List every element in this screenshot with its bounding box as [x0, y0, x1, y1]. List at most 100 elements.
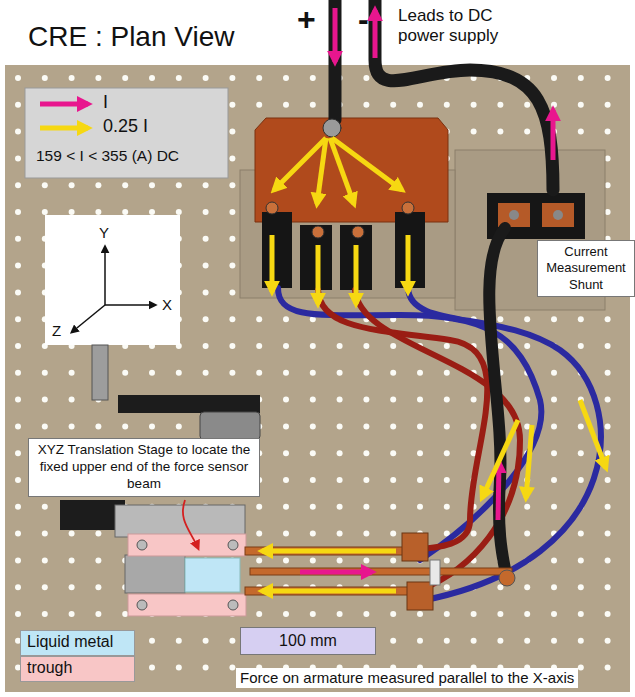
- board-hole: [551, 557, 557, 563]
- legend-panel: [25, 88, 228, 178]
- board-hole: [95, 209, 101, 215]
- polarity-sign: +: [297, 0, 316, 38]
- liquid-metal-trough: [137, 600, 147, 610]
- breadboard: [5, 65, 630, 692]
- board-hole: [283, 450, 289, 456]
- board-hole: [42, 584, 48, 590]
- board-hole: [15, 611, 21, 617]
- armature: [430, 560, 440, 585]
- board-hole: [578, 316, 584, 322]
- board-hole: [471, 638, 477, 644]
- board-hole: [551, 102, 557, 108]
- board-hole: [605, 316, 611, 322]
- legend-panel: [25, 88, 228, 178]
- axes: [104, 247, 106, 305]
- board-hole: [444, 102, 450, 108]
- board-hole: [203, 209, 209, 215]
- board-hole: [390, 102, 396, 108]
- board-hole: [256, 75, 262, 81]
- board-hole: [15, 75, 21, 81]
- board-hole: [497, 316, 503, 322]
- board-hole: [524, 397, 530, 403]
- legend-swatch: trough: [20, 656, 135, 682]
- callout-box: XYZ Translation Stage to locate the fixe…: [28, 438, 260, 497]
- board-hole: [390, 531, 396, 537]
- board-hole: [95, 75, 101, 81]
- axes: [45, 215, 180, 345]
- scale-bar: 100 mm: [240, 627, 376, 655]
- current-arrow: [354, 245, 359, 304]
- node-text: XYZ Translation Stage to locate the fixe…: [34, 442, 254, 493]
- board-hole: [310, 397, 316, 403]
- board-hole: [390, 638, 396, 644]
- board-hole: [578, 531, 584, 537]
- board-hole: [69, 584, 75, 590]
- board-hole: [605, 557, 611, 563]
- board-hole: [229, 102, 235, 108]
- board-hole: [122, 423, 128, 429]
- axes: [45, 215, 180, 345]
- board-hole: [203, 182, 209, 188]
- board-hole: [69, 531, 75, 537]
- board-hole: [605, 102, 611, 108]
- current-arrow: [482, 420, 518, 498]
- board-hole: [122, 370, 128, 376]
- board-hole: [256, 316, 262, 322]
- legend-panel: [40, 102, 88, 107]
- board-hole: [363, 102, 369, 108]
- board-hole: [363, 423, 369, 429]
- board-hole: [363, 531, 369, 537]
- copper-busbar: [255, 118, 448, 222]
- board-hole: [363, 370, 369, 376]
- current-arrow: [498, 462, 499, 520]
- translation-stage: [92, 345, 108, 400]
- board-hole: [42, 504, 48, 510]
- board-hole: [578, 557, 584, 563]
- board-hole: [551, 504, 557, 510]
- armature: [250, 568, 512, 575]
- board-hole: [444, 611, 450, 617]
- board-hole: [605, 665, 611, 671]
- current-arrow: [332, 138, 402, 190]
- board-hole: [363, 557, 369, 563]
- board-hole: [337, 423, 343, 429]
- board-hole: [337, 531, 343, 537]
- copper-busbar: [352, 226, 364, 238]
- board-hole: [203, 370, 209, 376]
- board-hole: [578, 75, 584, 81]
- board-hole: [229, 129, 235, 135]
- board-hole: [551, 370, 557, 376]
- board-hole: [229, 343, 235, 349]
- axis-label: Y: [99, 224, 109, 242]
- board-hole: [256, 611, 262, 617]
- board-hole: [444, 343, 450, 349]
- liquid-metal-trough: [185, 558, 240, 592]
- board-hole: [176, 638, 182, 644]
- board-hole: [15, 209, 21, 215]
- liquid-metal-trough: [228, 600, 238, 610]
- board-hole: [471, 129, 477, 135]
- polarity-sign: -: [358, 0, 369, 38]
- board-hole: [203, 316, 209, 322]
- armature: [407, 582, 433, 610]
- board-hole: [15, 557, 21, 563]
- board-hole: [69, 557, 75, 563]
- board-hole: [310, 611, 316, 617]
- board-hole: [605, 450, 611, 456]
- board-hole: [417, 397, 423, 403]
- board-hole: [15, 129, 21, 135]
- board-hole: [283, 370, 289, 376]
- axis-label: Z: [52, 322, 61, 340]
- board-hole: [283, 397, 289, 403]
- board-hole: [122, 209, 128, 215]
- board-hole: [15, 75, 611, 671]
- board-hole: [229, 209, 235, 215]
- board-hole: [524, 102, 530, 108]
- board-hole: [471, 611, 477, 617]
- cable: [329, 0, 342, 120]
- copper-busbar: [262, 212, 292, 288]
- board-hole: [578, 423, 584, 429]
- axis-label: X: [162, 296, 172, 314]
- board-hole: [363, 75, 369, 81]
